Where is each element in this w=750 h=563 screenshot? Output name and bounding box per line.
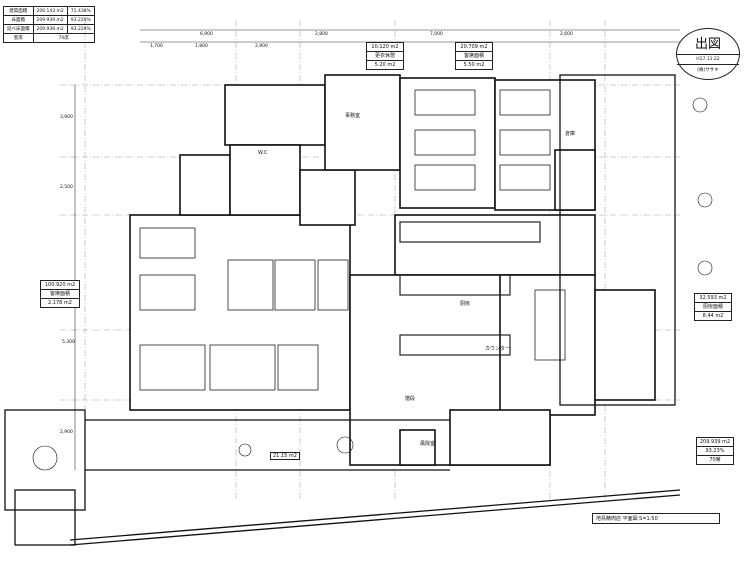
area-sub: 5.50 m2 (463, 62, 485, 68)
dimension-label: 3,900 (60, 115, 73, 120)
area-name: 厨房面積 (695, 303, 731, 312)
table-cell: 71.438% (66, 6, 95, 16)
room-label-counter: カウンター (485, 346, 511, 352)
room-label-stairs: 階段 (405, 396, 416, 402)
area-box: 20.709 m2 客席面積 5.50 m2 (455, 42, 493, 70)
dimension-label: 1,700 (150, 44, 163, 49)
dimension-lines (74, 29, 680, 470)
area-box: 100.920 m2 客席面積 2.178 m2 (40, 280, 80, 308)
summary-seats: 70席 (709, 457, 721, 463)
summary-area: 209.939 m2 (697, 438, 733, 447)
room-label-entrance: 風除室 (420, 441, 436, 447)
area-value: 32.593 m2 (695, 294, 731, 303)
dimension-label: 2,900 (60, 430, 73, 435)
room-label-wc: W.C (258, 150, 268, 156)
dimension-label: 1,800 (195, 44, 208, 49)
table-cell: 93.229% (66, 24, 95, 34)
stamp-date: H17.11.22 (677, 55, 739, 65)
furniture (139, 89, 566, 391)
table-cell: 客席 (3, 33, 34, 43)
title-block: 地鳥精肉店 平面図 S=1:50 (592, 513, 720, 524)
dimension-label: 2,900 (255, 44, 268, 49)
area-sub: 5.20 m2 (374, 62, 396, 68)
dimension-label: 2,600 (560, 32, 573, 37)
room-label-storage: 倉庫 (565, 131, 576, 137)
table-cell: 93.229% (66, 15, 95, 25)
table-cell: 建築面積 (3, 6, 34, 16)
exterior-terrace (4, 74, 681, 546)
area-name: 客席面積 (41, 290, 79, 299)
area-value: 10.120 m2 (367, 43, 403, 52)
walls (129, 74, 656, 466)
planters (32, 97, 713, 471)
dimension-label: 7,000 (430, 32, 443, 37)
table-cell: 床面積 (3, 15, 34, 25)
area-box: 32.593 m2 厨房面積 8.44 m2 (694, 293, 732, 321)
area-sub: 2.178 m2 (48, 300, 72, 306)
dimension-label: 2,500 (60, 185, 73, 190)
area-value: 100.920 m2 (41, 281, 79, 290)
area-name: 更衣休憩 (367, 52, 403, 61)
dimension-label: 6,900 (200, 32, 213, 37)
table-cell: 209.939 m2 (32, 15, 68, 25)
terrace-area-label: 21.15 m2 (270, 452, 300, 460)
area-box: 10.120 m2 更衣休憩 5.20 m2 (366, 42, 404, 70)
room-label-office: 事務室 (345, 113, 361, 119)
table-cell: 延べ床面積 (3, 24, 34, 34)
area-name: 客席面積 (456, 52, 492, 61)
area-sub: 8.44 m2 (702, 313, 724, 319)
drawing-title: 地鳥精肉店 平面図 S=1:50 (596, 516, 658, 522)
dimension-label: 2,800 (315, 32, 328, 37)
room-label-kitchen: 厨房 (460, 301, 471, 307)
dimension-label: 5,300 (62, 340, 75, 345)
area-value: 20.709 m2 (456, 43, 492, 52)
stamp-title: 出図 (677, 33, 739, 55)
issue-stamp: 出図 H17.11.22 (株)ササキ (676, 28, 740, 80)
summary-ratio: 93.23% (697, 447, 733, 456)
table-cell: 209.939 m2 (32, 24, 68, 34)
summary-box: 209.939 m2 93.23% 70席 (696, 437, 734, 465)
table-cell: 70席 (32, 33, 95, 43)
stamp-company: (株)ササキ (697, 68, 719, 73)
table-cell: 206.143 m2 (32, 6, 68, 16)
